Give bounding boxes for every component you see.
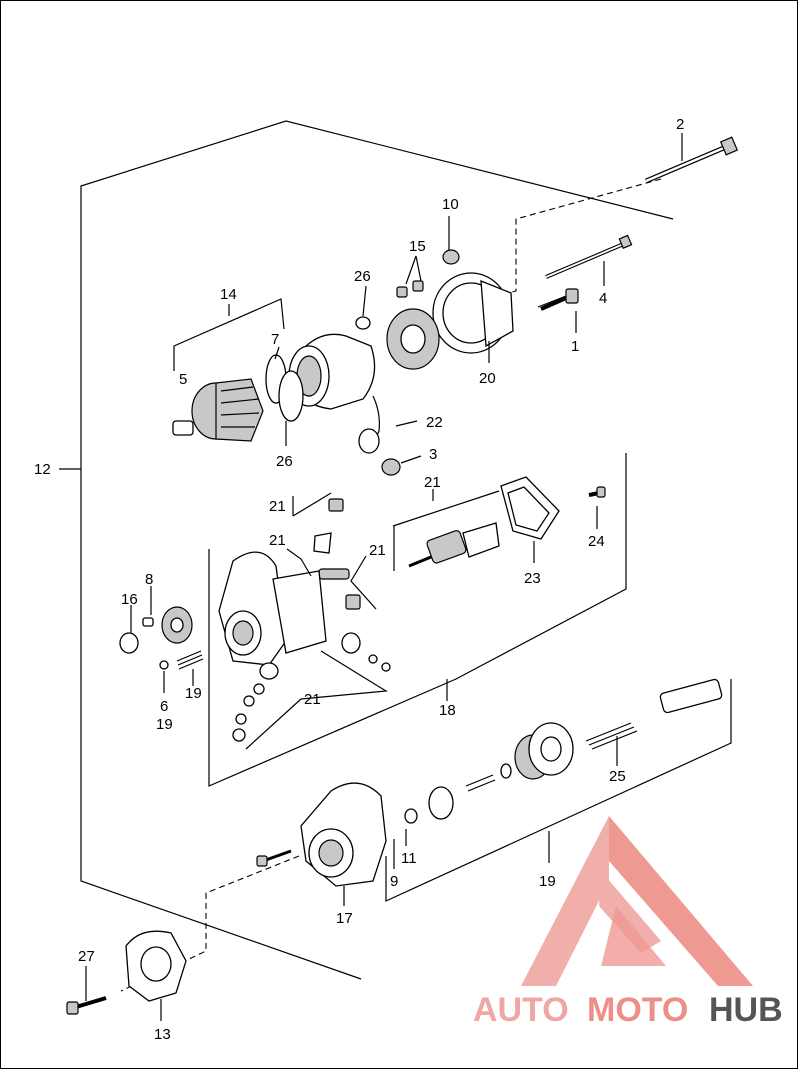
small-cap [442, 249, 460, 265]
callout-25: 25 [609, 768, 626, 785]
subassembly-19-outline [385, 679, 732, 902]
pin [142, 617, 154, 627]
front-housing [300, 782, 387, 887]
callout-9: 9 [390, 873, 398, 890]
callout-14: 14 [220, 286, 237, 303]
subassembly-18-outline [208, 453, 627, 787]
steel-ball [159, 660, 169, 670]
callout-21-b: 21 [269, 498, 286, 515]
callout-19-b: 19 [156, 716, 173, 733]
callout-19-c: 19 [539, 873, 556, 890]
callout-4: 4 [599, 290, 607, 307]
assembly-outline [59, 120, 674, 980]
callout-21-a: 21 [424, 474, 441, 491]
nut [381, 458, 401, 476]
drive-housing [218, 551, 327, 666]
callout-11: 11 [401, 850, 417, 867]
callout-5: 5 [179, 371, 187, 388]
flange-gasket [125, 930, 187, 1002]
callout-26-bottom: 26 [276, 453, 293, 470]
armature [172, 378, 264, 442]
callout-7: 7 [271, 331, 279, 348]
spring [176, 650, 204, 670]
watermark-hub: HUB [709, 991, 783, 1029]
callout-21-d: 21 [369, 542, 386, 559]
lead-wire [358, 395, 380, 454]
long-screw [545, 234, 633, 279]
snap-rings [404, 763, 512, 824]
callout-2: 2 [676, 116, 684, 133]
callout-10: 10 [442, 196, 459, 213]
guide-line-bolt-2 [492, 178, 662, 298]
callout-13: 13 [154, 1026, 171, 1043]
pinion-shaft [585, 678, 723, 750]
callout-17: 17 [336, 910, 353, 927]
callout-18: 18 [439, 702, 456, 719]
watermark-logo: AUTO MOTO HUB [473, 816, 783, 1029]
callout-20: 20 [479, 370, 496, 387]
leader-lines [85, 133, 683, 1021]
flange-bolt [66, 996, 107, 1015]
callout-21-c: 21 [269, 532, 286, 549]
callout-8: 8 [145, 571, 153, 588]
callout-1: 1 [571, 338, 579, 355]
end-cover [432, 272, 514, 354]
washer [278, 370, 304, 422]
callout-12: 12 [34, 461, 51, 478]
washer-set [232, 632, 391, 742]
callout-6: 6 [160, 698, 168, 715]
callout-21-e: 21 [304, 691, 321, 708]
callout-23: 23 [524, 570, 541, 587]
callout-15: 15 [409, 238, 426, 255]
through-bolt [645, 136, 739, 184]
small-screw [588, 486, 606, 498]
watermark-auto: AUTO [473, 991, 569, 1029]
retainer [119, 632, 139, 654]
callout-22: 22 [426, 414, 443, 431]
brush-holder [386, 280, 440, 370]
mounting-bolt [256, 849, 292, 867]
callout-26-top: 26 [354, 268, 371, 285]
callout-numbers: 2 10 15 26 4 14 7 1 5 20 22 3 26 12 21 2… [34, 116, 684, 1043]
callout-24: 24 [588, 533, 605, 550]
plunger-and-gasket [408, 476, 560, 568]
callout-27: 27 [78, 948, 95, 965]
idler-gear [161, 606, 193, 644]
callout-19-a: 19 [185, 685, 202, 702]
watermark-moto: MOTO [587, 991, 688, 1029]
contact-fittings [313, 498, 361, 610]
overrunning-clutch [514, 722, 574, 780]
callout-3: 3 [429, 446, 437, 463]
watermark-triangle-icon [521, 816, 753, 986]
callout-16: 16 [121, 591, 138, 608]
